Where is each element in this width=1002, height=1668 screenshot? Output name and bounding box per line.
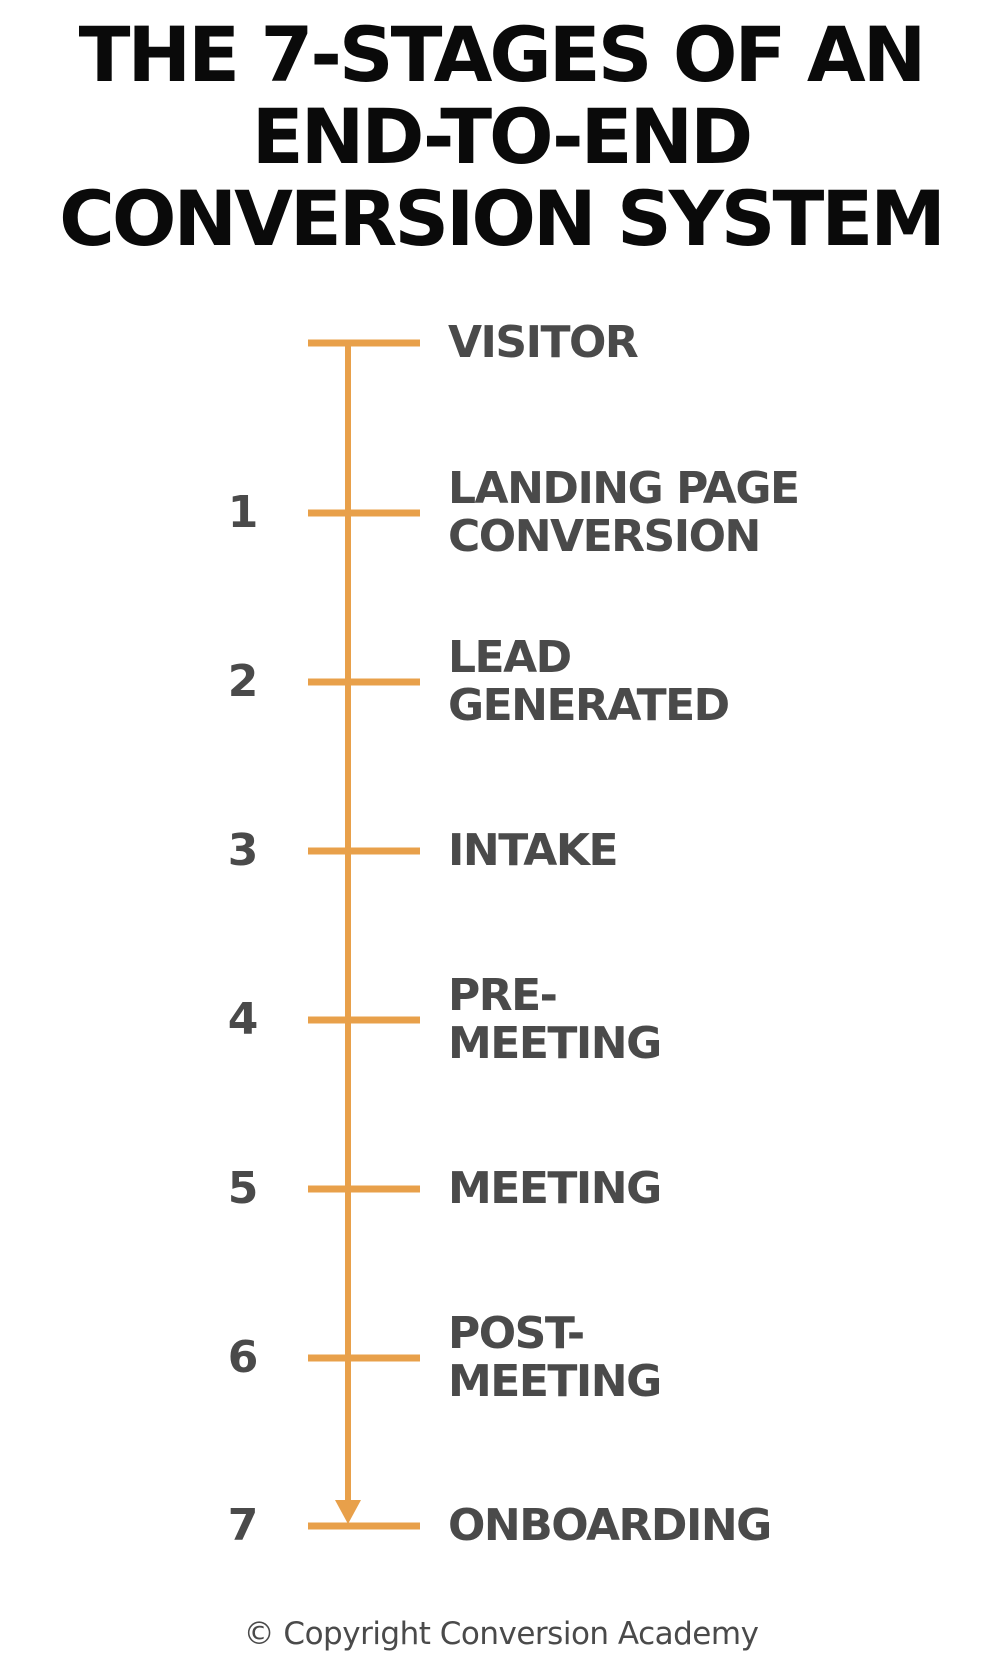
stage-label-line: LEAD	[448, 632, 572, 683]
stage-number: 5	[227, 1163, 259, 1214]
stage-label: MEETING	[448, 1163, 662, 1214]
stage-label-line: LANDING PAGE	[448, 463, 800, 514]
stage-number: 6	[227, 1332, 259, 1383]
stage-label-line: VISITOR	[448, 317, 639, 368]
stage-label: ONBOARDING	[448, 1500, 772, 1551]
title-line-1: THE 7-STAGES OF AN	[78, 10, 927, 99]
stage-label-line: GENERATED	[448, 680, 730, 731]
stage-label-line: PRE-	[448, 970, 558, 1021]
stage-number: 7	[227, 1500, 259, 1551]
stage-number: 3	[227, 825, 259, 876]
stage-label: POST-MEETING	[448, 1308, 662, 1407]
stage-number: 1	[227, 487, 259, 538]
stage-label-line: MEETING	[448, 1356, 662, 1407]
stage-number: 4	[227, 994, 259, 1045]
stage-label-line: CONVERSION	[448, 511, 761, 562]
stage-label: INTAKE	[448, 825, 619, 876]
page-title: THE 7-STAGES OF AN END-TO-END CONVERSION…	[0, 14, 1002, 260]
stage-label: VISITOR	[448, 317, 639, 368]
title-line-3: CONVERSION SYSTEM	[59, 174, 946, 263]
stage-number: 2	[227, 656, 259, 707]
copyright-footer: © Copyright Conversion Academy	[243, 1616, 759, 1652]
stage-label-line: MEETING	[448, 1018, 662, 1069]
stage-label-line: INTAKE	[448, 825, 619, 876]
stage-label: PRE-MEETING	[448, 970, 662, 1069]
stage-label-line: ONBOARDING	[448, 1500, 772, 1551]
timeline-arrowhead	[335, 1500, 361, 1524]
stage-label-line: MEETING	[448, 1163, 662, 1214]
stage-label-line: POST-	[448, 1308, 585, 1359]
title-line-2: END-TO-END	[251, 92, 753, 181]
